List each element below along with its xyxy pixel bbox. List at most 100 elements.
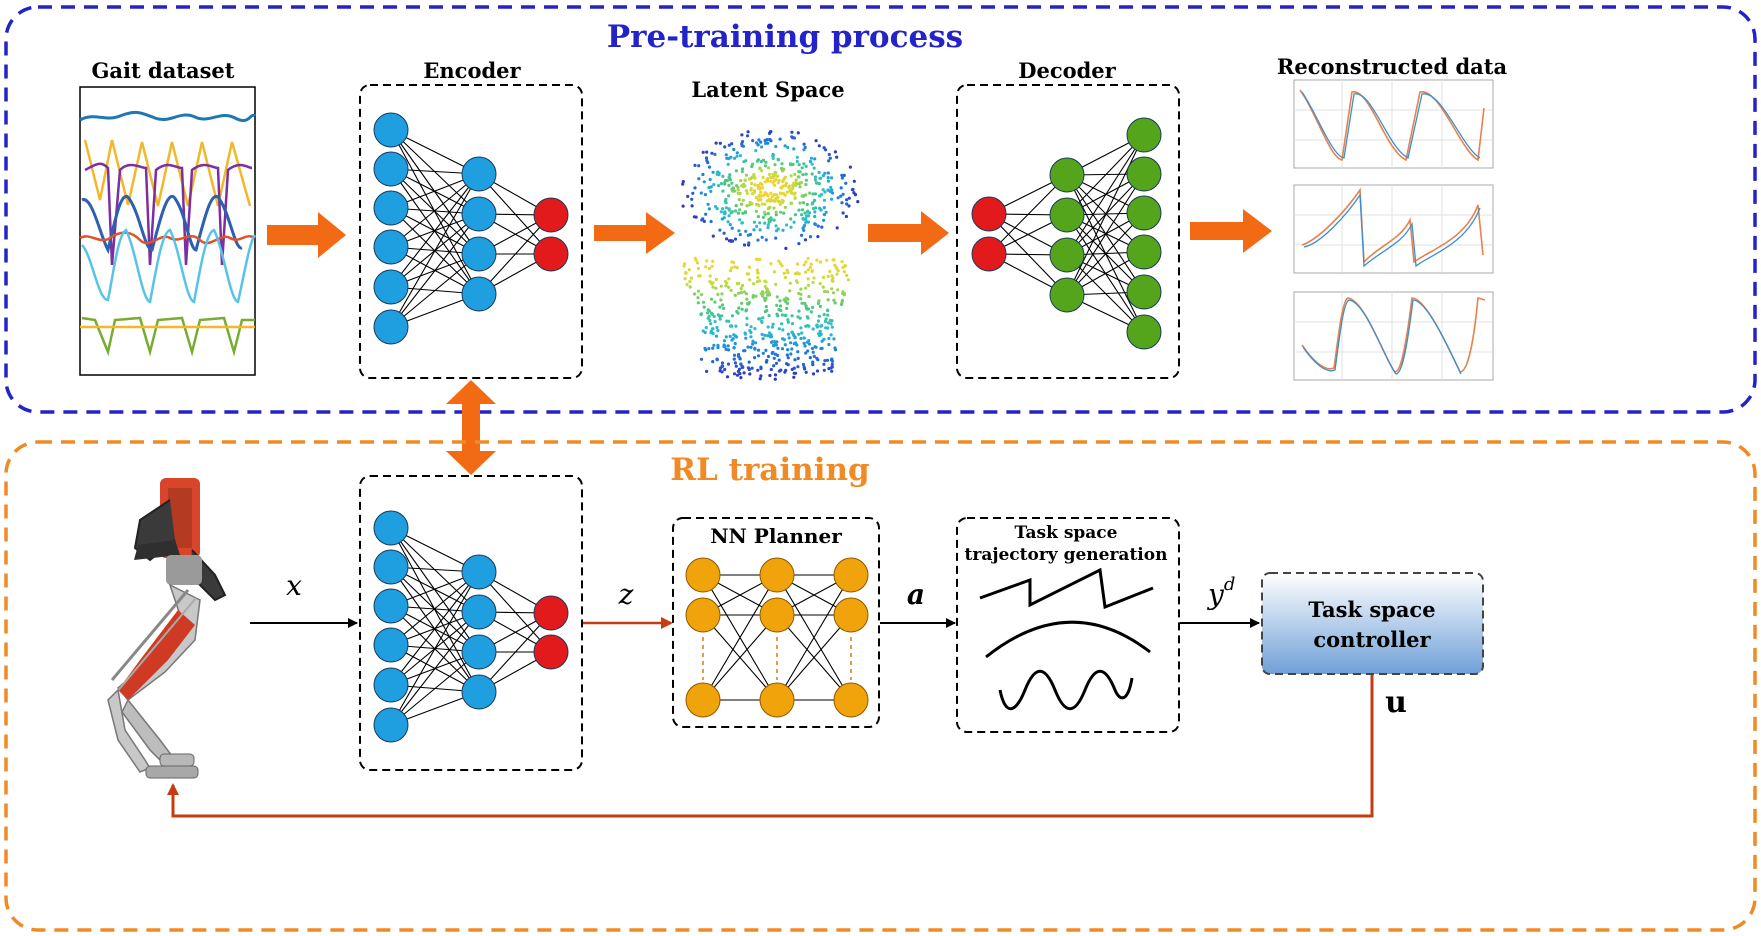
latent-point — [701, 150, 705, 154]
latent-point — [796, 262, 800, 266]
network-node — [1049, 197, 1085, 233]
latent-point — [694, 215, 698, 219]
network-edge — [702, 614, 778, 701]
latent-point — [721, 174, 725, 178]
latent-point — [853, 193, 858, 197]
latent-point — [811, 206, 816, 211]
latent-point — [794, 279, 799, 283]
latent-point — [749, 325, 753, 329]
latent-point — [714, 334, 719, 338]
latent-point — [754, 149, 758, 153]
latent-point — [800, 233, 804, 237]
latent-point — [759, 140, 763, 144]
latent-point — [815, 258, 819, 262]
latent-point — [844, 181, 848, 185]
latent-point — [758, 166, 762, 170]
network-node — [1049, 277, 1085, 313]
latent-point — [782, 271, 786, 275]
latent-point — [763, 139, 767, 143]
network-edge — [1066, 134, 1145, 216]
latent-point — [774, 224, 778, 228]
latent-point — [763, 164, 768, 168]
latent-point — [689, 276, 694, 280]
latent-point — [720, 217, 724, 221]
network-node — [461, 594, 497, 630]
latent-point — [816, 224, 820, 228]
network-node — [1049, 237, 1085, 273]
latent-point — [816, 301, 821, 306]
latent-point — [758, 257, 762, 262]
latent-point — [696, 296, 700, 300]
latent-point — [801, 217, 805, 221]
latent-point — [797, 208, 801, 212]
latent-point — [795, 271, 799, 275]
latent-point — [774, 282, 778, 287]
latent-point — [728, 324, 733, 328]
latent-point — [839, 186, 843, 190]
latent-point — [701, 300, 706, 304]
latent-point — [761, 175, 765, 179]
latent-point — [841, 265, 845, 269]
latent-point — [763, 296, 767, 301]
latent-point — [830, 287, 834, 291]
latent-point — [803, 145, 807, 150]
latent-point — [781, 337, 785, 341]
latent-point — [721, 189, 725, 193]
latent-point — [841, 192, 845, 196]
latent-point — [710, 151, 714, 155]
latent-point — [823, 289, 827, 294]
gait-dataset-plot — [79, 86, 257, 376]
latent-point — [722, 344, 726, 349]
latent-point — [804, 182, 808, 187]
latent-point — [764, 348, 768, 352]
latent-point — [732, 147, 736, 152]
latent-point — [740, 170, 745, 174]
network-edge — [776, 614, 852, 701]
latent-point — [818, 329, 822, 334]
latent-point — [800, 166, 804, 170]
latent-point — [840, 173, 844, 177]
latent-point — [697, 274, 701, 278]
latent-point — [795, 159, 799, 164]
latent-point — [747, 360, 751, 364]
latent-point — [770, 351, 774, 355]
latent-point — [732, 353, 737, 357]
latent-point — [723, 367, 727, 372]
latent-point — [793, 358, 797, 362]
network-node — [1126, 117, 1162, 153]
latent-point — [761, 215, 766, 219]
latent-point — [789, 352, 793, 356]
latent-point — [811, 372, 816, 376]
latent-point — [824, 326, 828, 330]
latent-point — [802, 162, 806, 166]
latent-point — [711, 234, 715, 238]
latent-point — [809, 156, 814, 160]
latent-point — [759, 292, 763, 296]
latent-point — [773, 373, 778, 377]
latent-point — [797, 170, 801, 174]
latent-point — [810, 172, 814, 176]
network-node — [1126, 314, 1162, 350]
encoder-box-bottom — [359, 475, 583, 771]
latent-point — [734, 364, 738, 368]
latent-point — [739, 286, 743, 291]
latent-point — [714, 141, 718, 145]
latent-point — [763, 191, 767, 195]
latent-point — [780, 167, 784, 171]
latent-point — [813, 157, 817, 161]
network-node — [373, 707, 409, 743]
network-edge — [390, 173, 480, 288]
latent-point — [743, 332, 748, 336]
latent-point — [777, 308, 781, 312]
latent-point — [808, 265, 813, 269]
latent-point — [751, 342, 755, 346]
latent-point — [777, 358, 781, 362]
latent-point — [773, 163, 777, 167]
latent-point — [726, 362, 731, 366]
latent-point — [830, 274, 834, 278]
latent-point — [742, 371, 746, 375]
network-node — [461, 674, 497, 710]
latent-point — [774, 236, 778, 240]
network-node — [685, 557, 721, 593]
latent-point — [814, 222, 818, 227]
